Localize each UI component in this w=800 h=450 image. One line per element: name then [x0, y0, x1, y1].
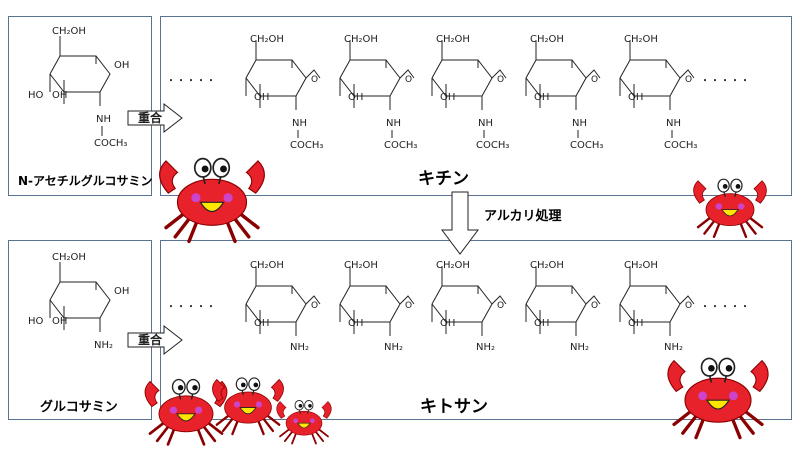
glycosidic-o: O	[497, 75, 504, 85]
acyl-label: COCH₃	[384, 140, 417, 151]
ch2oh-label: CH₂OH	[344, 260, 378, 271]
acyl-label: COCH₃	[290, 140, 323, 151]
oh-label: OH	[52, 316, 67, 327]
oh-label: OH	[114, 286, 129, 297]
ch2oh-label: CH₂OH	[624, 34, 658, 45]
crab-icon	[211, 376, 285, 436]
glycosidic-o: O	[591, 301, 598, 311]
oh-label: OH	[440, 92, 455, 103]
nh-label: NH	[666, 118, 681, 129]
amine-label: NH₂	[570, 342, 589, 353]
oh-label: OH	[628, 318, 643, 329]
monomer-name-bottom: グルコサミン	[40, 400, 118, 415]
glycosidic-o: O	[497, 301, 504, 311]
oh-label: OH	[114, 60, 129, 71]
crab-icon	[275, 399, 333, 445]
glycosidic-o: O	[405, 301, 412, 311]
ch2oh-label: CH₂OH	[52, 26, 86, 37]
ch2oh-label: CH₂OH	[530, 260, 564, 271]
chain-dots-right: ・・・・・	[700, 302, 750, 313]
ch2oh-label: CH₂OH	[52, 252, 86, 263]
monomer-structure-top: CH₂OH OH HO OH NH COCH₃	[28, 26, 129, 149]
polymerize-label: 重合	[138, 110, 163, 125]
nh-label: NH	[96, 114, 111, 125]
process-label: アルカリ処理	[484, 209, 562, 224]
nh-label: NH	[478, 118, 493, 129]
polymer-panel-top	[160, 16, 792, 196]
oh-label: OH	[52, 90, 67, 101]
nh-label: NH	[572, 118, 587, 129]
oh-label: OH	[254, 92, 269, 103]
ho-label: HO	[28, 90, 44, 101]
amine-label: NH₂	[290, 342, 309, 353]
crab-icon	[692, 177, 768, 238]
chitosan-chain: ・・・・・ ・・・・・ O O O O O CH₂OH CH₂OH CH₂OH …	[166, 260, 750, 353]
glycosidic-o: O	[311, 301, 318, 311]
glycosidic-o: O	[685, 301, 692, 311]
arrow-down-icon	[441, 191, 479, 255]
monomer-name-top: N-アセチルグルコサミン	[18, 174, 153, 188]
monomer-panel-bottom	[8, 240, 152, 420]
amine-label: NH₂	[476, 342, 495, 353]
ch2oh-label: CH₂OH	[436, 34, 470, 45]
oh-label: OH	[534, 92, 549, 103]
acyl-label: COCH₃	[94, 138, 127, 149]
acyl-label: COCH₃	[664, 140, 697, 151]
glycosidic-o: O	[685, 75, 692, 85]
oh-label: OH	[254, 318, 269, 329]
monomer-panel-top	[8, 16, 152, 196]
oh-label: OH	[440, 318, 455, 329]
acyl-label: COCH₃	[570, 140, 603, 151]
chain-dots-right: ・・・・・	[700, 76, 750, 87]
monomer-structure-bottom: CH₂OH OH HO OH NH₂	[28, 252, 129, 351]
chitin-chain: ・・・・・ ・・・・・ O O O O O CH₂OH CH₂OH CH₂OH …	[166, 34, 750, 151]
polymerize-label: 重合	[138, 332, 163, 347]
ch2oh-label: CH₂OH	[530, 34, 564, 45]
oh-label: OH	[534, 318, 549, 329]
glycosidic-o: O	[591, 75, 598, 85]
polymer-name-bottom: キトサン	[420, 397, 488, 417]
polymerize-arrow-bottom: 重合	[127, 325, 183, 355]
oh-label: OH	[348, 92, 363, 103]
amine-label: NH₂	[664, 342, 683, 353]
polymerize-arrow-top: 重合	[127, 103, 183, 133]
polymer-panel-bottom	[160, 240, 792, 420]
ch2oh-label: CH₂OH	[624, 260, 658, 271]
ch2oh-label: CH₂OH	[250, 34, 284, 45]
glycosidic-o: O	[311, 75, 318, 85]
amine-label: NH₂	[94, 340, 113, 351]
chain-dots-left: ・・・・・	[166, 76, 216, 87]
ch2oh-label: CH₂OH	[250, 260, 284, 271]
ch2oh-label: CH₂OH	[344, 34, 378, 45]
ho-label: HO	[28, 316, 44, 327]
nh-label: NH	[386, 118, 401, 129]
ch2oh-label: CH₂OH	[436, 260, 470, 271]
oh-label: OH	[628, 92, 643, 103]
polymer-name-top: キチン	[418, 169, 469, 189]
crab-icon	[666, 356, 770, 440]
crab-icon	[157, 156, 267, 244]
nh-label: NH	[292, 118, 307, 129]
amine-label: NH₂	[384, 342, 403, 353]
chain-dots-left: ・・・・・	[166, 302, 216, 313]
oh-label: OH	[348, 318, 363, 329]
glycosidic-o: O	[405, 75, 412, 85]
acyl-label: COCH₃	[476, 140, 509, 151]
